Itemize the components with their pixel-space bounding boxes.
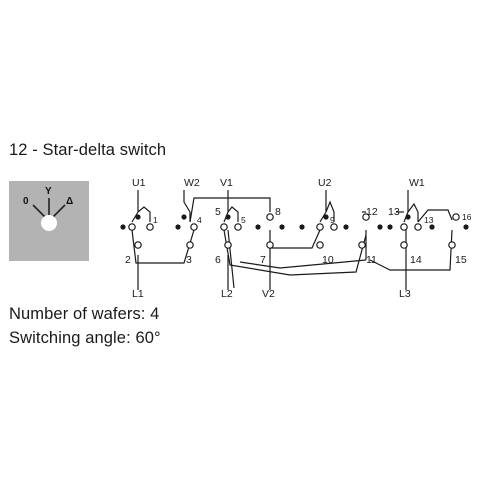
switching-angle-text: Switching angle: 60°	[9, 329, 161, 347]
diagram-title: 12 - Star-delta switch	[9, 141, 167, 159]
dial-label-delta: Δ	[66, 196, 73, 207]
terminal-15: 15	[455, 254, 467, 266]
terminal-9: 9	[330, 215, 335, 225]
label-U2: U2	[318, 177, 332, 189]
terminal-2: 2	[125, 254, 131, 266]
dial-knob	[41, 215, 57, 231]
dial-label-y: Y	[45, 186, 52, 197]
switch-position-dial: 0 Y Δ	[9, 181, 89, 261]
terminal-3: 3	[186, 254, 192, 266]
wafers-count-text: Number of wafers: 4	[9, 305, 160, 323]
terminal-11: 11	[366, 254, 377, 266]
dial-label-0: 0	[23, 196, 29, 207]
terminal-14: 14	[410, 254, 422, 266]
terminal-10: 10	[322, 254, 334, 266]
label-V2: V2	[262, 288, 275, 300]
terminal-1: 1	[153, 215, 158, 225]
terminal-12: 12	[366, 206, 378, 218]
terminal-6: 6	[215, 254, 221, 266]
label-L3: L3	[399, 288, 411, 300]
label-L1: L1	[132, 288, 144, 300]
label-V1: V1	[220, 177, 233, 189]
terminal-5: 5	[215, 206, 221, 218]
terminal-7: 7	[260, 254, 266, 266]
label-L2: L2	[221, 288, 233, 300]
terminal-16: 16	[462, 212, 472, 222]
terminal-8: 8	[275, 206, 281, 218]
label-W2: W2	[184, 177, 200, 189]
terminal-13b: 13	[424, 215, 434, 225]
terminal-5b: 5	[241, 215, 246, 225]
terminal-4: 4	[197, 215, 202, 225]
label-W1: W1	[409, 177, 425, 189]
terminal-13: 13	[388, 206, 400, 218]
label-U1: U1	[132, 177, 146, 189]
